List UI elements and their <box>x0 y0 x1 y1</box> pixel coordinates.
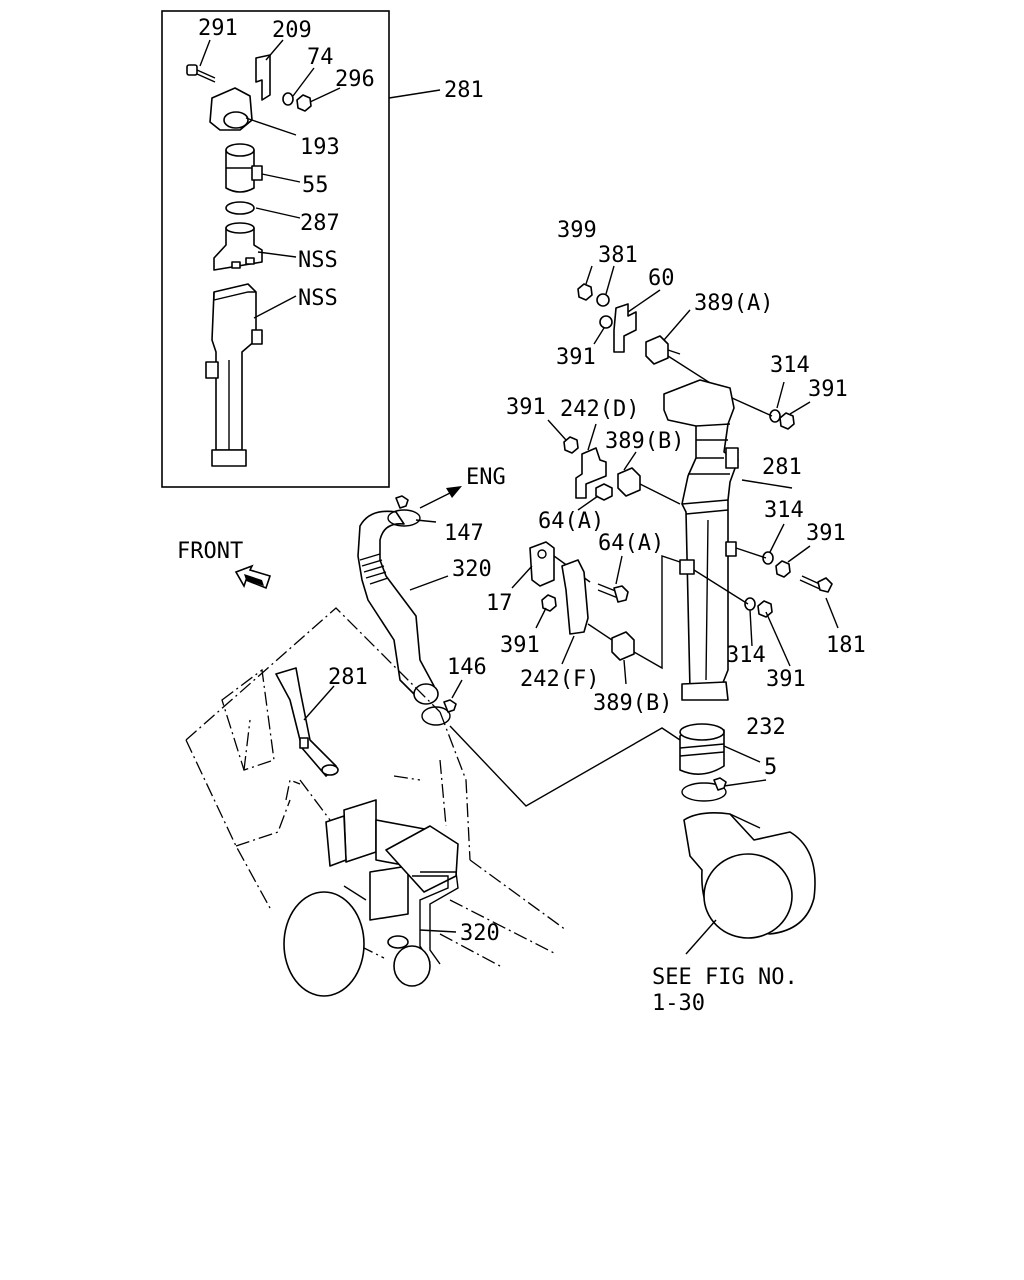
label-281-vehicle: 281 <box>328 665 368 690</box>
label-291: 291 <box>198 16 238 41</box>
pipe-55 <box>225 143 263 193</box>
nut-391e <box>541 594 557 612</box>
bracket-242f <box>561 559 589 635</box>
label-nss-adapter: NSS <box>298 248 338 273</box>
label-55: 55 <box>302 173 329 198</box>
eng-label: ENG <box>466 465 506 490</box>
bolt-181 <box>799 575 833 593</box>
washer-74 <box>282 92 294 106</box>
ref-line <box>633 555 681 670</box>
bolt-64a-upper <box>595 483 613 501</box>
label-314-upper: 314 <box>770 353 810 378</box>
nut-391d <box>775 560 791 578</box>
washer-381 <box>596 293 610 307</box>
label-147: 147 <box>444 521 484 546</box>
label-5: 5 <box>764 755 777 780</box>
clamp-146 <box>421 699 457 726</box>
washer-314b <box>762 551 774 565</box>
air-cleaner <box>683 812 816 939</box>
see-fig-label-line1: SEE FIG NO. <box>652 965 798 990</box>
label-17: 17 <box>486 591 513 616</box>
hose-320 <box>357 495 463 726</box>
vehicle-duct-281 <box>275 667 339 777</box>
label-281-inset: 281 <box>444 78 484 103</box>
label-320-hose: 320 <box>452 557 492 582</box>
label-287: 287 <box>300 211 340 236</box>
label-64a-upper: 64(A) <box>538 509 604 534</box>
label-74: 74 <box>307 45 334 70</box>
mount-389b-upper <box>617 467 681 505</box>
adapter-nss <box>213 222 263 271</box>
washer-314a <box>769 409 781 423</box>
label-381: 381 <box>598 243 638 268</box>
eng-arrow <box>419 486 462 509</box>
bolt-291 <box>186 64 216 83</box>
clamp-5 <box>681 777 727 802</box>
middle-hardware <box>547 419 681 511</box>
label-209: 209 <box>272 18 312 43</box>
label-60: 60 <box>648 266 675 291</box>
see-fig-label-line2: 1-30 <box>652 991 705 1016</box>
label-64a-lower: 64(A) <box>598 531 664 556</box>
inset-panel <box>161 10 441 488</box>
washer-391 <box>599 315 613 329</box>
label-320-vehicle: 320 <box>460 921 500 946</box>
label-391-mid-right: 391 <box>806 521 846 546</box>
label-242f: 242(F) <box>520 667 599 692</box>
label-242d: 242(D) <box>560 397 639 422</box>
nut-399 <box>577 283 593 301</box>
hose-to-seal-line <box>449 725 681 807</box>
label-193: 193 <box>300 135 340 160</box>
main-duct-281 <box>663 379 739 701</box>
label-389b-upper: 389(B) <box>605 429 684 454</box>
label-391-upper-right: 391 <box>808 377 848 402</box>
front-label: FRONT <box>177 539 243 564</box>
label-296: 296 <box>335 67 375 92</box>
bolt-64a-lower <box>597 583 629 603</box>
duct-nss <box>205 283 263 467</box>
mount-389a <box>645 335 681 365</box>
ring-287 <box>225 201 255 215</box>
front-arrow <box>234 564 272 590</box>
label-389a: 389(A) <box>694 291 773 316</box>
label-391-mid-left: 391 <box>506 395 546 420</box>
nut-296 <box>296 94 312 112</box>
inset-leaders <box>199 39 441 319</box>
label-146: 146 <box>447 655 487 680</box>
label-399: 399 <box>557 218 597 243</box>
label-389b-lower: 389(B) <box>593 691 672 716</box>
label-314-lower: 314 <box>726 643 766 668</box>
washer-314c <box>744 597 756 611</box>
lower-hardware <box>511 541 681 685</box>
vehicle-mechanicals <box>283 799 459 997</box>
nut-391b <box>779 412 795 430</box>
right-hardware <box>693 381 839 667</box>
bracket-209 <box>255 54 271 101</box>
part-labels: 291 209 74 296 281 193 55 287 NSS NSS 39… <box>177 16 866 1016</box>
seal-232 <box>679 723 725 775</box>
label-232: 232 <box>746 715 786 740</box>
clamp-147 <box>387 495 421 527</box>
label-314-mid: 314 <box>764 498 804 523</box>
bracket-60 <box>613 303 637 353</box>
label-391-lower-right: 391 <box>766 667 806 692</box>
label-391-lower-left: 391 <box>500 633 540 658</box>
nut-391f <box>757 600 773 618</box>
plate-17 <box>529 541 555 587</box>
label-391-upper: 391 <box>556 345 596 370</box>
mount-389b-lower <box>587 623 635 661</box>
label-281-main: 281 <box>762 455 802 480</box>
label-nss-duct: NSS <box>298 286 338 311</box>
label-181: 181 <box>826 633 866 658</box>
nut-391c <box>563 436 579 454</box>
bracket-242d <box>575 447 607 499</box>
